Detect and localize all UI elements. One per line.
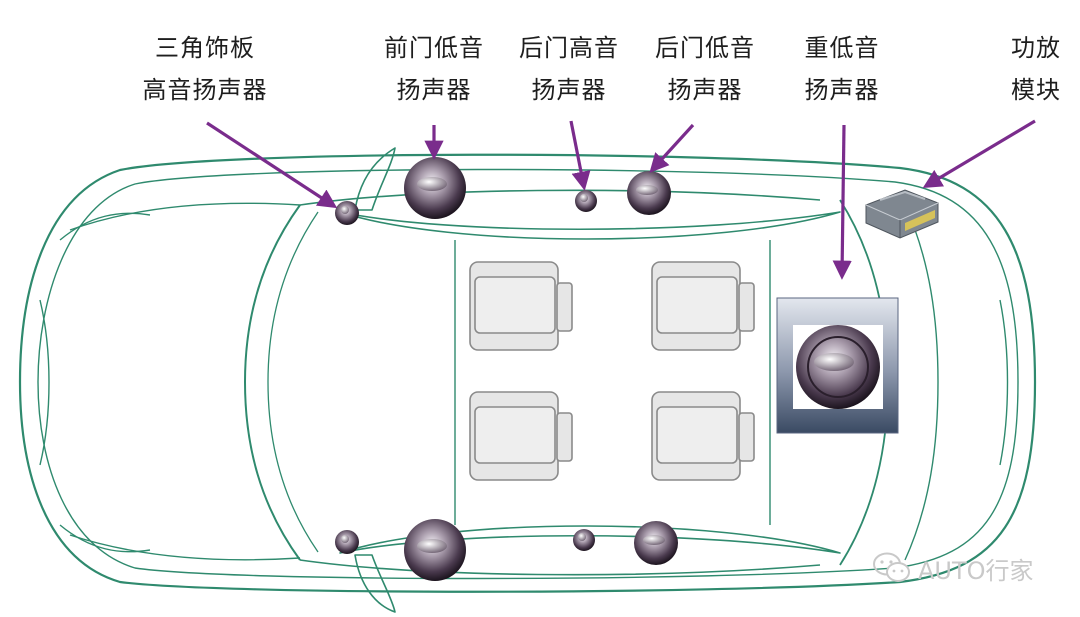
arrow-rear-woofer: [649, 123, 695, 173]
tweeter-speaker-top: [335, 201, 359, 225]
label-rear-woofer: 后门低音 扬声器: [635, 27, 775, 111]
arrow-subwoofer: [832, 124, 852, 280]
pointer-arrows: [206, 119, 1036, 280]
label-rear-woofer-line2: 扬声器: [667, 76, 743, 104]
seats: [469, 261, 755, 481]
hood-line-bottom: [69, 534, 301, 561]
arrow-tweeter: [206, 121, 338, 209]
rear-woofer-top: [627, 171, 671, 215]
amplifier-module: [865, 189, 939, 239]
label-front-woofer-line2: 扬声器: [396, 76, 472, 104]
label-tweeter-line1: 三角饰板: [155, 34, 255, 62]
trunk-line: [904, 204, 939, 561]
speakers: [335, 157, 678, 581]
label-amplifier-line1: 功放: [1011, 34, 1061, 62]
hood-line-top: [69, 202, 301, 231]
rear-woofer-bottom: [634, 521, 678, 565]
grille: [39, 299, 50, 466]
label-rear-tweeter: 后门高音 扬声器: [499, 27, 639, 111]
label-rear-woofer-line1: 后门低音: [655, 34, 755, 62]
subwoofer-panel: [776, 297, 899, 434]
watermark-text: AUTO行家: [918, 556, 1034, 585]
watermark: AUTO行家: [872, 550, 1034, 586]
seat-front-right: [469, 391, 573, 481]
tweeter-speaker-bottom: [335, 530, 359, 554]
label-subwoofer-line2: 扬声器: [804, 76, 880, 104]
seat-front-left: [469, 261, 573, 351]
wechat-icon: [873, 552, 910, 582]
label-rear-tweeter-line1: 后门高音: [519, 34, 619, 62]
arrow-amplifier: [922, 119, 1036, 188]
rear-tweeter-top: [575, 190, 597, 212]
seat-rear-left: [651, 261, 755, 351]
door-top: [339, 211, 841, 240]
label-subwoofer-line1: 重低音: [804, 34, 880, 62]
label-tweeter: 三角饰板 高音扬声器: [120, 27, 290, 111]
headlight-bottom: [59, 524, 151, 553]
car-outline: [18, 147, 1037, 613]
door-bottom: [339, 525, 841, 554]
headlight-top: [59, 212, 151, 241]
label-rear-tweeter-line2: 扬声器: [531, 76, 607, 104]
seat-rear-right: [651, 391, 755, 481]
label-tweeter-line2: 高音扬声器: [142, 76, 268, 104]
mirror-bottom: [354, 554, 396, 613]
label-amplifier: 功放 模块: [996, 27, 1076, 111]
car-body: [18, 153, 1037, 593]
front-woofer-top: [404, 157, 466, 219]
label-subwoofer: 重低音 扬声器: [777, 27, 907, 111]
tail-light: [999, 299, 1009, 466]
subwoofer-speaker: [796, 325, 880, 409]
roof-top: [299, 189, 821, 206]
label-amplifier-line2: 模块: [1011, 76, 1061, 104]
mirror-top: [354, 147, 396, 211]
label-front-woofer: 前门低音 扬声器: [364, 27, 504, 111]
windshield: [244, 204, 301, 561]
label-front-woofer-line1: 前门低音: [384, 34, 484, 62]
windshield-inner: [267, 211, 319, 553]
roof-bottom: [299, 559, 821, 576]
arrow-rear-tweeter: [569, 120, 591, 191]
rear-tweeter-bottom: [573, 529, 595, 551]
front-woofer-bottom: [404, 519, 466, 581]
